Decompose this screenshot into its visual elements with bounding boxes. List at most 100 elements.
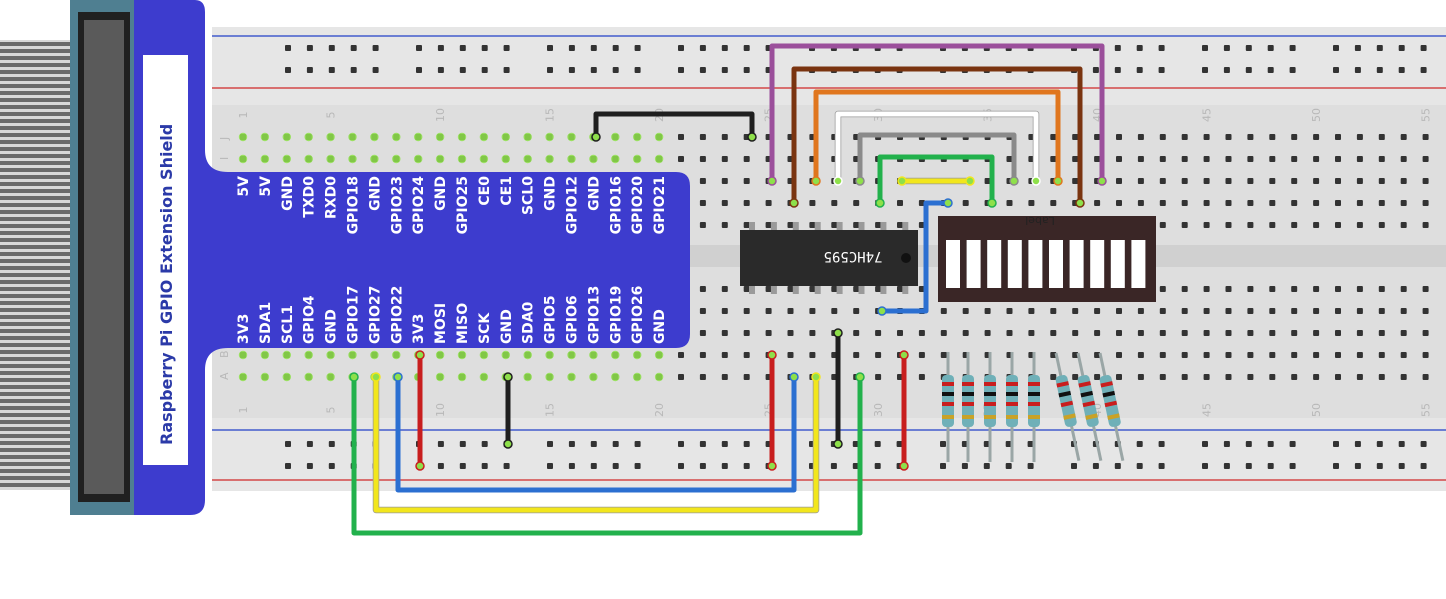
- breadboard-hole: [1136, 463, 1143, 469]
- breadboard-hole: [1247, 374, 1254, 380]
- breadboard-hole: [1203, 374, 1210, 380]
- resistor-array: [942, 352, 1125, 462]
- breadboard-hole: [743, 67, 750, 73]
- breadboard-hole: [1313, 374, 1320, 380]
- breadboard-hole: [678, 156, 684, 162]
- shield-pin-label-bottom: GPIO22: [389, 286, 405, 344]
- breadboard-hole: [940, 463, 946, 469]
- led-segment: [1069, 240, 1084, 288]
- breadboard-hole: [328, 441, 335, 447]
- breadboard-hole: [853, 286, 860, 292]
- breadboard-hole: [699, 441, 706, 447]
- wire-endpoint: [1009, 176, 1019, 186]
- breadboard-hole: [1289, 463, 1296, 469]
- resistor: [962, 352, 974, 462]
- breadboard-hole: [787, 286, 794, 292]
- breadboard-hole: [1137, 308, 1144, 314]
- breadboard-hole: [285, 441, 291, 447]
- breadboard-hole: [1335, 308, 1341, 314]
- breadboard-hole: [1137, 352, 1144, 358]
- breadboard-hole: [328, 463, 335, 469]
- breadboard-hole: [1094, 330, 1101, 336]
- resistor: [984, 352, 996, 462]
- resistor: [1028, 352, 1040, 462]
- breadboard-hole: [1225, 156, 1232, 162]
- breadboard-hole: [1420, 463, 1427, 469]
- shield-pin-label-top: CE1: [499, 176, 515, 206]
- breadboard-hole: [721, 463, 728, 469]
- breadboard-hole: [1291, 286, 1298, 292]
- breadboard-hole: [1291, 134, 1298, 140]
- breadboard-hole: [875, 374, 882, 380]
- breadboard-hole: [721, 45, 728, 51]
- breadboard-hole: [743, 352, 750, 358]
- breadboard-hole: [1400, 156, 1407, 162]
- breadboard-hole: [1181, 222, 1188, 228]
- wire-endpoint: [1031, 176, 1041, 186]
- breadboard-hole: [612, 441, 619, 447]
- breadboard-hole: [918, 352, 925, 358]
- breadboard-hole: [1137, 200, 1144, 206]
- breadboard-hole: [1223, 67, 1230, 73]
- breadboard-hole: [306, 45, 313, 51]
- shield-pin-label-top: CE0: [477, 176, 493, 206]
- led-segment: [946, 240, 960, 288]
- breadboard-hole: [1356, 286, 1363, 292]
- breadboard-hole: [634, 463, 641, 469]
- breadboard-hole: [721, 67, 728, 73]
- breadboard-hole: [1247, 134, 1254, 140]
- breadboard-hole: [372, 45, 379, 51]
- breadboard-hole: [1420, 441, 1427, 447]
- breadboard-hole: [1159, 156, 1166, 162]
- breadboard-hole: [1269, 352, 1276, 358]
- breadboard-hole: [743, 330, 750, 336]
- breadboard-hole: [1335, 374, 1341, 380]
- breadboard-hole: [875, 286, 882, 292]
- breadboard-hole: [1313, 178, 1320, 184]
- column-number: 45: [1201, 108, 1214, 122]
- breadboard-hole: [1378, 308, 1385, 314]
- breadboard-hole: [1202, 441, 1208, 447]
- breadboard-hole: [1247, 222, 1254, 228]
- wire-endpoint: [833, 439, 843, 449]
- breadboard-hole: [1335, 352, 1341, 358]
- breadboard-hole: [743, 286, 750, 292]
- breadboard-hole: [1245, 463, 1252, 469]
- black-jumper-wire: [593, 111, 755, 137]
- breadboard-hole: [940, 352, 947, 358]
- breadboard-hole: [1267, 67, 1274, 73]
- breadboard-hole: [1269, 330, 1276, 336]
- breadboard-hole: [918, 222, 925, 228]
- breadboard-hole: [1245, 45, 1252, 51]
- breadboard-hole: [1291, 374, 1298, 380]
- breadboard-hole: [1356, 352, 1363, 358]
- breadboard-hole: [699, 286, 706, 292]
- resistor: [942, 352, 954, 462]
- wire-endpoint: [371, 372, 381, 382]
- breadboard-hole: [1114, 463, 1121, 469]
- led-segment: [1049, 240, 1063, 288]
- chip-label: 74HC595: [823, 248, 882, 264]
- breadboard-hole: [1398, 441, 1405, 447]
- breadboard-hole: [1247, 200, 1254, 206]
- breadboard-hole: [1027, 463, 1034, 469]
- breadboard-hole: [699, 178, 706, 184]
- breadboard-hole: [1072, 178, 1079, 184]
- breadboard-hole: [1006, 156, 1013, 162]
- yellow-jumper-wire: [373, 377, 819, 513]
- breadboard-hole: [437, 67, 444, 73]
- shield-pin-label-top: GND: [280, 176, 296, 211]
- breadboard-hole: [568, 441, 575, 447]
- breadboard-hole: [1378, 178, 1385, 184]
- breadboard-hole: [1269, 200, 1276, 206]
- breadboard-hole: [1223, 463, 1230, 469]
- breadboard-hole: [1159, 308, 1166, 314]
- breadboard-hole: [1378, 330, 1385, 336]
- breadboard-hole: [1335, 200, 1341, 206]
- breadboard-hole: [1050, 374, 1057, 380]
- breadboard-hole: [1378, 200, 1385, 206]
- breadboard-hole: [1225, 222, 1232, 228]
- breadboard-hole: [437, 45, 444, 51]
- breadboard-hole: [1354, 45, 1361, 51]
